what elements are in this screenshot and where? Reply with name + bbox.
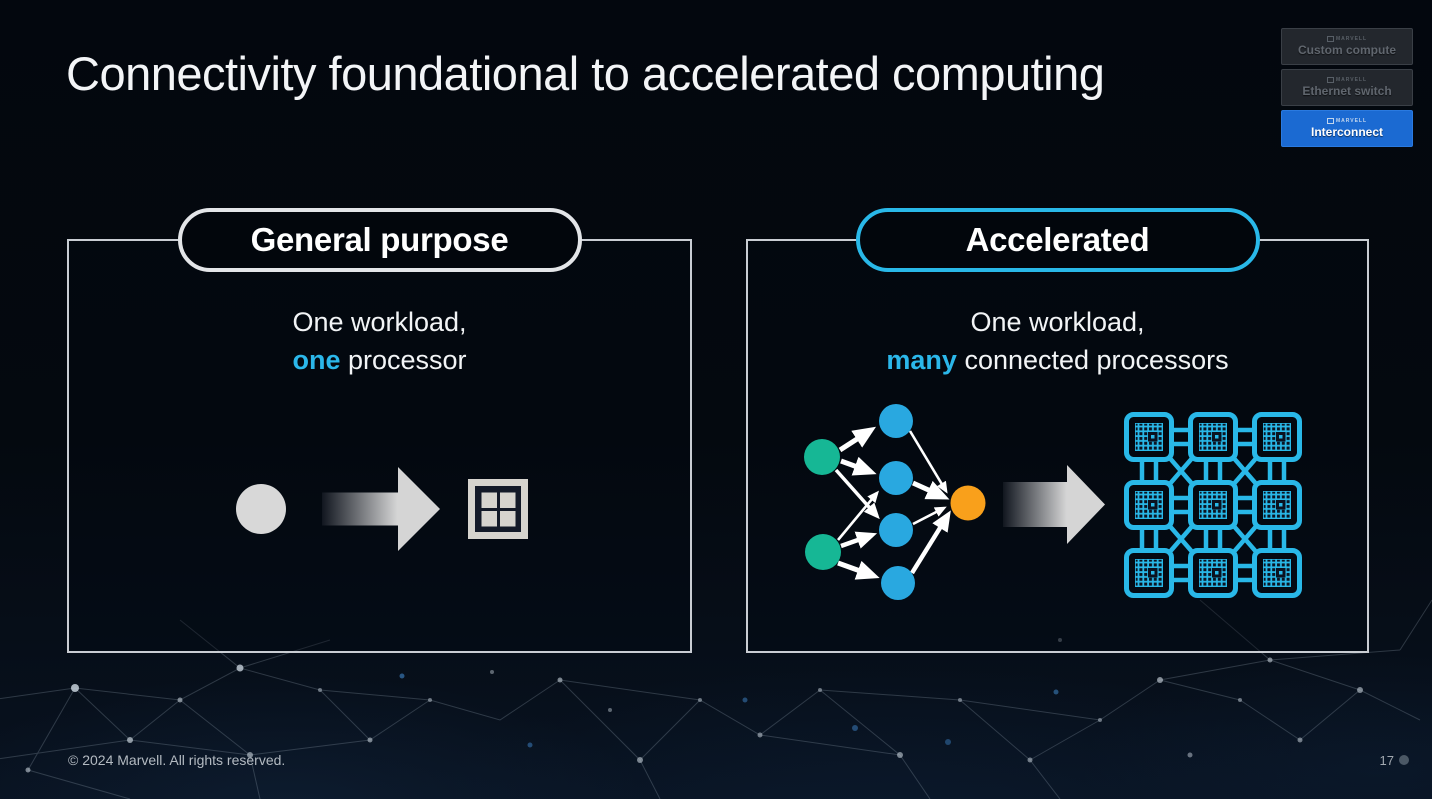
marvell-logo-icon: MARVELL: [1326, 77, 1368, 83]
network-edges: [834, 426, 951, 580]
general-purpose-badge: General purpose: [177, 208, 582, 272]
chip-icon: [1127, 415, 1172, 460]
input-node-icon: [804, 439, 840, 475]
input-node-icon: [805, 534, 841, 570]
caption-line1: One workload,: [292, 307, 467, 337]
accelerated-caption: One workload, many connected processors: [748, 303, 1367, 379]
accelerated-badge: Accelerated: [855, 208, 1260, 272]
single-processor-diagram: [236, 467, 528, 551]
marvell-logo-icon: MARVELL: [1326, 118, 1368, 124]
page-number: 17: [1379, 753, 1394, 768]
legend-item-custom-compute: MARVELL Custom compute: [1281, 28, 1413, 65]
chip-icon: [1255, 483, 1300, 528]
legend-item-ethernet-switch: MARVELL Ethernet switch: [1281, 69, 1413, 106]
neural-network-diagram: [804, 404, 986, 600]
chip-icon: [1191, 415, 1236, 460]
legend-item-label: Interconnect: [1310, 125, 1383, 139]
slide-title: Connectivity foundational to accelerated…: [66, 47, 1105, 100]
caption-highlight: one: [292, 345, 341, 375]
marvell-logo-text: MARVELL: [1335, 118, 1368, 124]
output-node-icon: [950, 485, 986, 521]
processor-chip-icon: [468, 479, 528, 539]
legend-item-label: Ethernet switch: [1302, 84, 1392, 98]
marvell-logo-text: MARVELL: [1335, 77, 1368, 83]
caption-rest: processor: [340, 345, 467, 375]
hidden-node-icon: [881, 566, 915, 600]
general-purpose-caption: One workload, one processor: [69, 303, 690, 379]
chip-icon: [1191, 551, 1236, 596]
hidden-node-icon: [879, 461, 913, 495]
marvell-logo-text: MARVELL: [1335, 36, 1368, 42]
arrow-right-icon: [1003, 465, 1105, 544]
chip-icon: [1255, 551, 1300, 596]
legend-item-interconnect-active: MARVELL Interconnect: [1281, 110, 1413, 147]
caption-highlight: many: [886, 345, 957, 375]
chip-icon: [1255, 415, 1300, 460]
caption-line1: One workload,: [970, 307, 1145, 337]
general-purpose-panel: General purpose One workload, one proces…: [67, 208, 692, 653]
connected-processors-grid-icon: [1124, 412, 1304, 600]
marvell-logo-mark-icon: [1326, 118, 1334, 124]
marvell-logo-icon: MARVELL: [1326, 36, 1368, 42]
marvell-logo-mark-icon: [1326, 77, 1334, 83]
legend-item-label: Custom compute: [1297, 43, 1396, 57]
arrow-right-icon: [322, 467, 440, 551]
chip-icon: [1191, 483, 1236, 528]
workload-dot-icon: [236, 484, 286, 534]
product-legend: MARVELL Custom compute MARVELL Ethernet …: [1281, 28, 1413, 147]
copyright-text: © 2024 Marvell. All rights reserved.: [68, 752, 286, 768]
chip-icon: [1127, 551, 1172, 596]
chip-icon: [1127, 483, 1172, 528]
grid-interconnect-links: [1139, 427, 1287, 583]
marvell-logo-mark-icon: [1326, 36, 1334, 42]
caption-rest: connected processors: [956, 345, 1229, 375]
hidden-node-icon: [879, 513, 913, 547]
hidden-node-icon: [879, 404, 913, 438]
